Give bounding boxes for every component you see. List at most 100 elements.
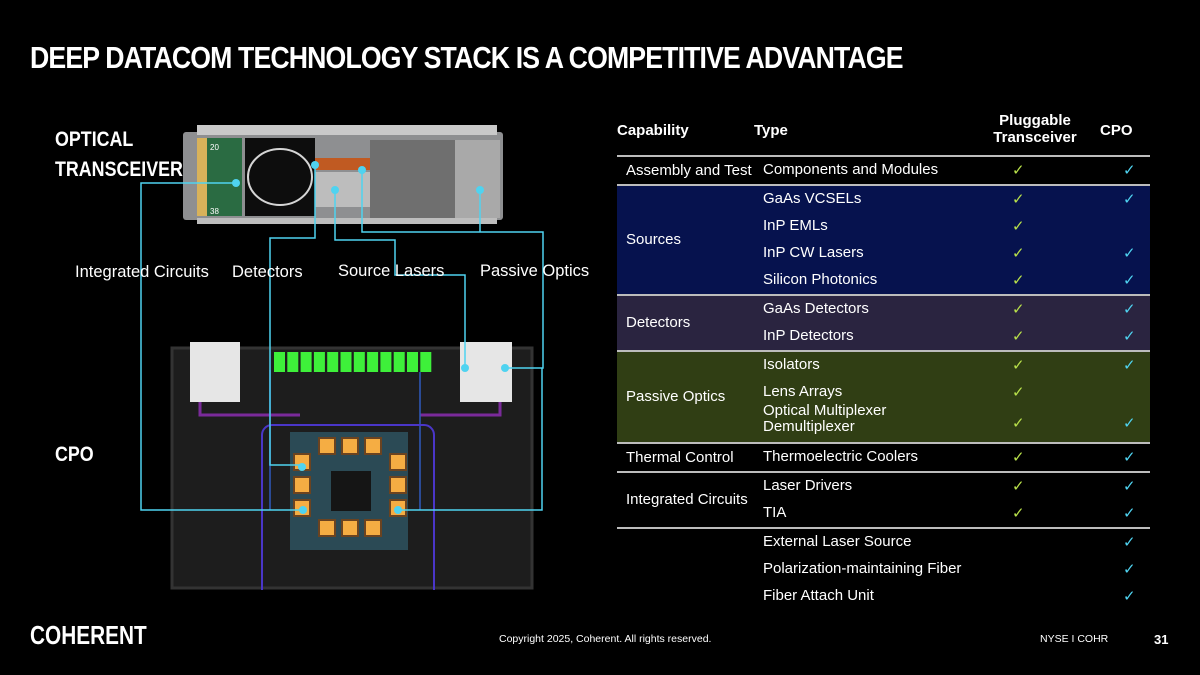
table-group: GaAs Detectors ✓ ✓ InP Detectors ✓ ✓ Detectors [617,296,1150,350]
cpo-check-icon: ✓ [1123,245,1136,262]
callout-detectors: Detectors [232,263,303,281]
copyright: Copyright 2025, Coherent. All rights res… [499,633,712,645]
pin-label-20: 20 [210,143,219,152]
cpo-check-icon: ✓ [1123,301,1136,318]
row-type: Isolators [763,356,820,373]
callout-dots [232,161,509,514]
laser-element [380,352,392,372]
laser-element [300,352,312,372]
switch-asic [331,471,371,511]
cpo-check-icon: ✓ [1123,328,1136,345]
row-type: External Laser Source [763,533,912,550]
row-type: TIA [763,504,787,521]
table-body: Components and Modules✓✓Assembly and Tes… [617,155,1150,610]
optical-engine-pad [293,476,311,494]
laser-element [367,352,379,372]
row-separator [617,294,1150,296]
table-row: InP EMLs✓ [617,213,1150,240]
callout-source-lasers: Source Lasers [338,262,445,280]
optical-label-line2: TRANSCEIVER [55,158,183,181]
row-capability: Detectors [626,314,691,331]
table-row: Components and Modules✓✓ [617,157,1150,184]
optical-engine-pad [389,453,407,471]
laser-element [353,352,365,372]
cpo-check-icon: ✓ [1123,415,1136,432]
header-pluggable: Pluggable Transceiver [993,112,1077,146]
optical-engine-pad [341,437,359,455]
row-capability: Sources [626,231,682,248]
row-type: GaAs Detectors [763,300,869,317]
pluggable-check-icon: ✓ [1012,328,1025,345]
table-row: Laser Drivers ✓ ✓ [617,473,1150,500]
table-group: Components and Modules✓✓Assembly and Tes… [617,157,1150,184]
table-row: Thermoelectric Coolers✓✓ [617,444,1150,471]
row-type: InP Detectors [763,327,854,344]
row-capability: Passive Optics [626,388,726,405]
pluggable-check-icon: ✓ [1012,449,1025,466]
optical-label-line1: OPTICAL [55,128,134,151]
pluggable-check-icon: ✓ [1012,478,1025,495]
optical-engine-pad [318,437,336,455]
row-separator [617,155,1150,157]
table-header: Capability Type Pluggable Transceiver CP… [617,110,1150,155]
table-row: InP CW Lasers ✓ ✓ [617,240,1150,267]
optical-engine-pad [341,519,359,537]
row-type: GaAs VCSELs [763,190,862,207]
pluggable-check-icon: ✓ [1012,191,1025,208]
pluggable-check-icon: ✓ [1012,384,1025,401]
optical-engine-pad [364,519,382,537]
table-group: Laser Drivers ✓ ✓ TIA✓✓Integrated Circuits [617,473,1150,527]
pluggable-check-icon: ✓ [1012,415,1025,432]
row-capability: Thermal Control [626,448,734,466]
table-row: Lens Arrays✓ [617,379,1150,406]
row-separator [617,527,1150,529]
header-capability: Capability [617,122,689,139]
row-type: InP CW Lasers [763,244,864,261]
table-row: InP Detectors ✓ ✓ [617,323,1150,350]
pluggable-check-icon: ✓ [1012,301,1025,318]
cpo-check-icon: ✓ [1123,162,1136,179]
header-cpo: CPO [1100,122,1133,139]
laser-element [407,352,418,372]
pluggable-check-icon: ✓ [1012,218,1025,235]
row-separator [617,442,1150,444]
cpo-check-icon: ✓ [1123,588,1136,605]
laser-element [340,352,352,372]
gold-fingers [197,138,207,216]
row-type: Components and Modules [763,161,939,178]
callout-passive-optics: Passive Optics [480,262,590,280]
optical-engine-pad [389,476,407,494]
table-row: GaAs VCSELs✓✓ [617,186,1150,213]
capability-table: Capability Type Pluggable Transceiver CP… [617,110,1150,610]
pluggable-check-icon: ✓ [1012,245,1025,262]
table-row: TIA✓✓ [617,500,1150,527]
coherent-logo: COHERENT [30,620,147,650]
laser-element [287,352,299,372]
cpo-check-icon: ✓ [1123,272,1136,289]
table-row: Fiber Attach Unit✓ [617,583,1150,610]
transceiver-module-image: 20 38 [183,125,503,224]
row-type: Polarization-maintaining Fiber [763,560,962,577]
cpo-check-icon: ✓ [1123,534,1136,551]
row-type: Laser Drivers [763,477,853,494]
table-group: Thermoelectric Coolers✓✓Thermal Control [617,444,1150,471]
table-row: Silicon Photonics✓✓ [617,267,1150,294]
laser-element [313,352,325,372]
cpo-label: CPO [55,443,94,466]
cpo-check-icon: ✓ [1123,478,1136,495]
technology-diagram: 20 38 [140,125,544,590]
fiber-connector-left [190,342,240,402]
laser-element [327,352,339,372]
pin-label-38: 38 [210,207,219,216]
laser-array [274,352,432,372]
table-group: Isolators✓✓Lens Arrays✓Optical Multiplex… [617,352,1150,442]
row-separator [617,350,1150,352]
table-group: GaAs VCSELs✓✓InP EMLs✓InP CW Lasers✓✓Sil… [617,186,1150,294]
row-type: Silicon Photonics [763,271,878,288]
cpo-package-image [170,342,534,590]
row-capability: Integrated Circuits [626,491,748,508]
page-number: 31 [1154,632,1169,647]
table-row: GaAs Detectors ✓ ✓ [617,296,1150,323]
optical-engine-pad [364,437,382,455]
